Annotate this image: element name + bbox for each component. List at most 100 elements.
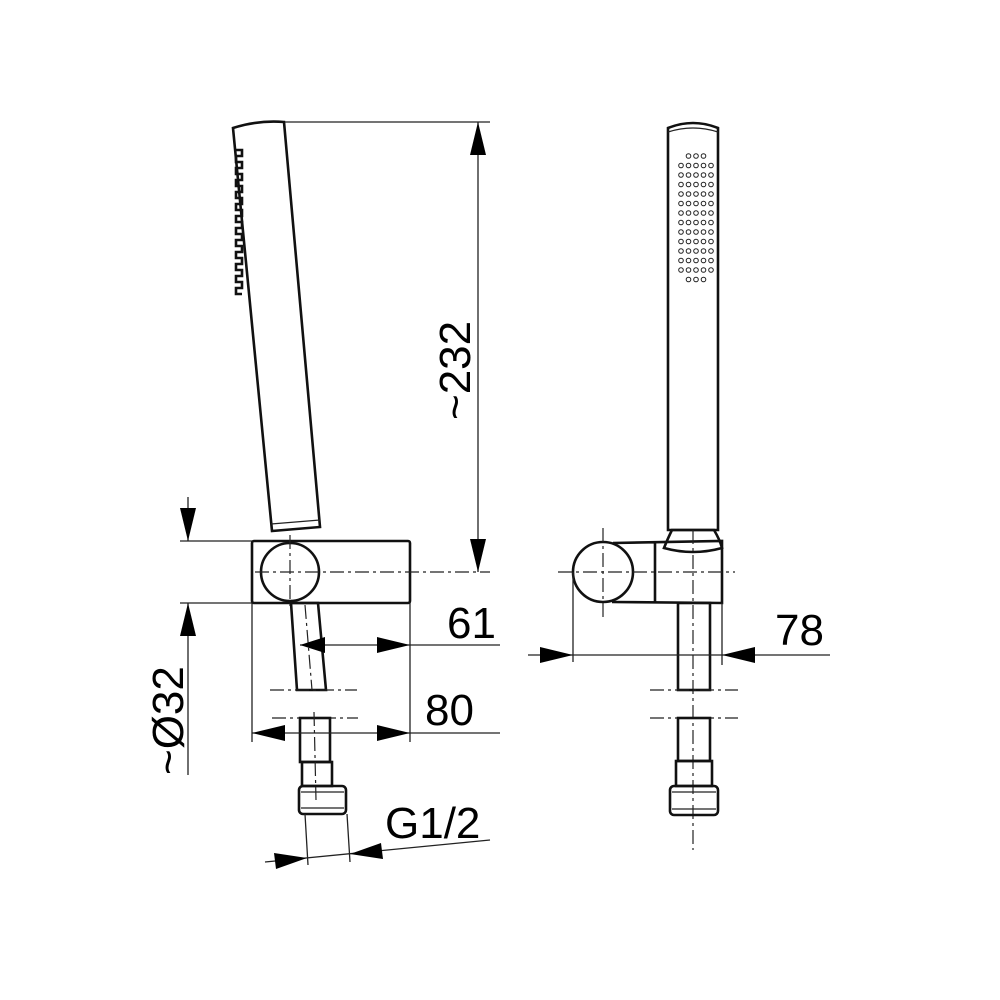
- nozzle-dot: [678, 200, 684, 207]
- nozzle-dot: [678, 181, 684, 188]
- arrowhead: [470, 122, 486, 155]
- arrowhead: [300, 637, 325, 653]
- dimension-lines: ~232 ~Ø32 61 80 G1/2 78: [144, 121, 830, 869]
- nozzle-dot: [700, 229, 707, 235]
- nozzle-dot: [708, 191, 714, 197]
- dimension-label-32: ~Ø32: [144, 666, 193, 775]
- nozzle-dot: [685, 162, 692, 169]
- arrowhead: [350, 843, 383, 859]
- nozzle-dot: [700, 181, 707, 188]
- front-view: [558, 121, 738, 850]
- nozzle-dot: [678, 267, 684, 273]
- dimension-label-80: 80: [425, 686, 474, 735]
- nozzle-dot: [678, 238, 684, 245]
- nozzle-dot: [708, 257, 714, 264]
- arrowhead: [470, 539, 486, 572]
- hose-front: [676, 716, 712, 763]
- hand-shower-handle-side: [231, 120, 322, 533]
- side-view: [231, 120, 490, 816]
- nozzle-dot: [678, 172, 684, 178]
- nozzle-dot: [700, 238, 707, 245]
- nozzle-dot: [685, 181, 692, 188]
- nozzle-dot: [700, 210, 707, 216]
- arrowhead: [722, 647, 755, 663]
- nozzle-dot: [685, 248, 692, 254]
- nozzle-dot: [685, 238, 692, 245]
- nozzle-dot: [700, 257, 707, 264]
- handle-connector-front: [662, 528, 724, 554]
- nozzle-dot: [693, 172, 699, 178]
- arrowhead: [180, 603, 196, 636]
- dimension-label-78: 78: [775, 606, 824, 655]
- hose-nut-front: [668, 784, 720, 817]
- nozzle-dot: [700, 200, 707, 207]
- nozzle-dot: [708, 172, 714, 178]
- nozzle-dot: [678, 248, 684, 254]
- nozzle-dot: [693, 219, 699, 226]
- spray-nozzles-side: [234, 148, 244, 296]
- nozzle-dot: [685, 257, 692, 264]
- nozzle-dot: [693, 267, 699, 273]
- extension-line: [251, 603, 411, 742]
- handle-top-ring: [667, 127, 719, 133]
- nozzle-dot: [700, 276, 707, 283]
- nozzle-dot: [678, 210, 684, 216]
- nozzle-dot: [685, 210, 692, 216]
- center-line: [255, 535, 490, 610]
- spray-nozzles-front: [678, 153, 714, 283]
- nozzle-dot: [685, 229, 692, 235]
- nozzle-dot: [693, 257, 699, 264]
- nozzle-dot: [700, 219, 707, 226]
- arrowhead: [180, 508, 196, 541]
- nozzle-dot: [678, 257, 684, 264]
- dimension-label-g12: G1/2: [385, 799, 480, 848]
- arrowhead: [252, 725, 285, 741]
- nozzle-dot: [708, 162, 714, 169]
- nozzle-dot: [685, 153, 692, 159]
- hose-sleeve-side: [300, 760, 334, 788]
- extension-line: [572, 572, 723, 665]
- dimension-label-61: 61: [447, 599, 496, 648]
- arrowhead: [377, 637, 410, 653]
- nozzle-dot: [708, 248, 714, 254]
- handle-end-ring: [270, 519, 321, 525]
- nozzle-dot: [678, 229, 684, 235]
- nozzle-dot: [693, 276, 699, 283]
- nozzle-dot: [685, 276, 692, 283]
- center-line: [313, 711, 317, 801]
- nut-ring: [301, 791, 344, 809]
- nozzle-dot: [678, 191, 684, 197]
- extension-line: [180, 540, 252, 604]
- nozzle-dot: [700, 172, 707, 178]
- nozzle-dot: [693, 162, 699, 169]
- nozzle-dot: [693, 181, 699, 188]
- hand-shower-handle-front: [666, 121, 720, 532]
- nozzle-dot: [693, 210, 699, 216]
- nozzle-dot: [708, 219, 714, 226]
- nozzle-dot: [693, 191, 699, 197]
- nozzle-dot: [708, 238, 714, 245]
- nozzle-dot: [685, 219, 692, 226]
- nozzle-dot: [708, 210, 714, 216]
- arrowhead: [540, 647, 573, 663]
- hose-sleeve-front: [674, 759, 714, 788]
- nozzle-dot: [693, 248, 699, 254]
- nozzle-dot: [700, 267, 707, 273]
- nozzle-dot: [693, 153, 699, 159]
- nozzle-dot: [678, 162, 684, 169]
- nozzle-dot: [708, 229, 714, 235]
- nozzle-dot: [700, 248, 707, 254]
- arrowhead: [274, 853, 307, 869]
- nozzle-dot: [708, 200, 714, 207]
- nut-ring: [672, 791, 716, 810]
- nozzle-dot: [708, 267, 714, 273]
- nozzle-dot: [700, 153, 707, 159]
- nozzle-dot: [685, 200, 692, 207]
- nozzle-dot: [700, 162, 707, 169]
- nozzle-dot: [693, 238, 699, 245]
- nozzle-dot: [685, 172, 692, 178]
- nozzle-dot: [685, 191, 692, 197]
- dimension-label-232: ~232: [431, 321, 480, 420]
- hose-nut-side: [297, 784, 348, 816]
